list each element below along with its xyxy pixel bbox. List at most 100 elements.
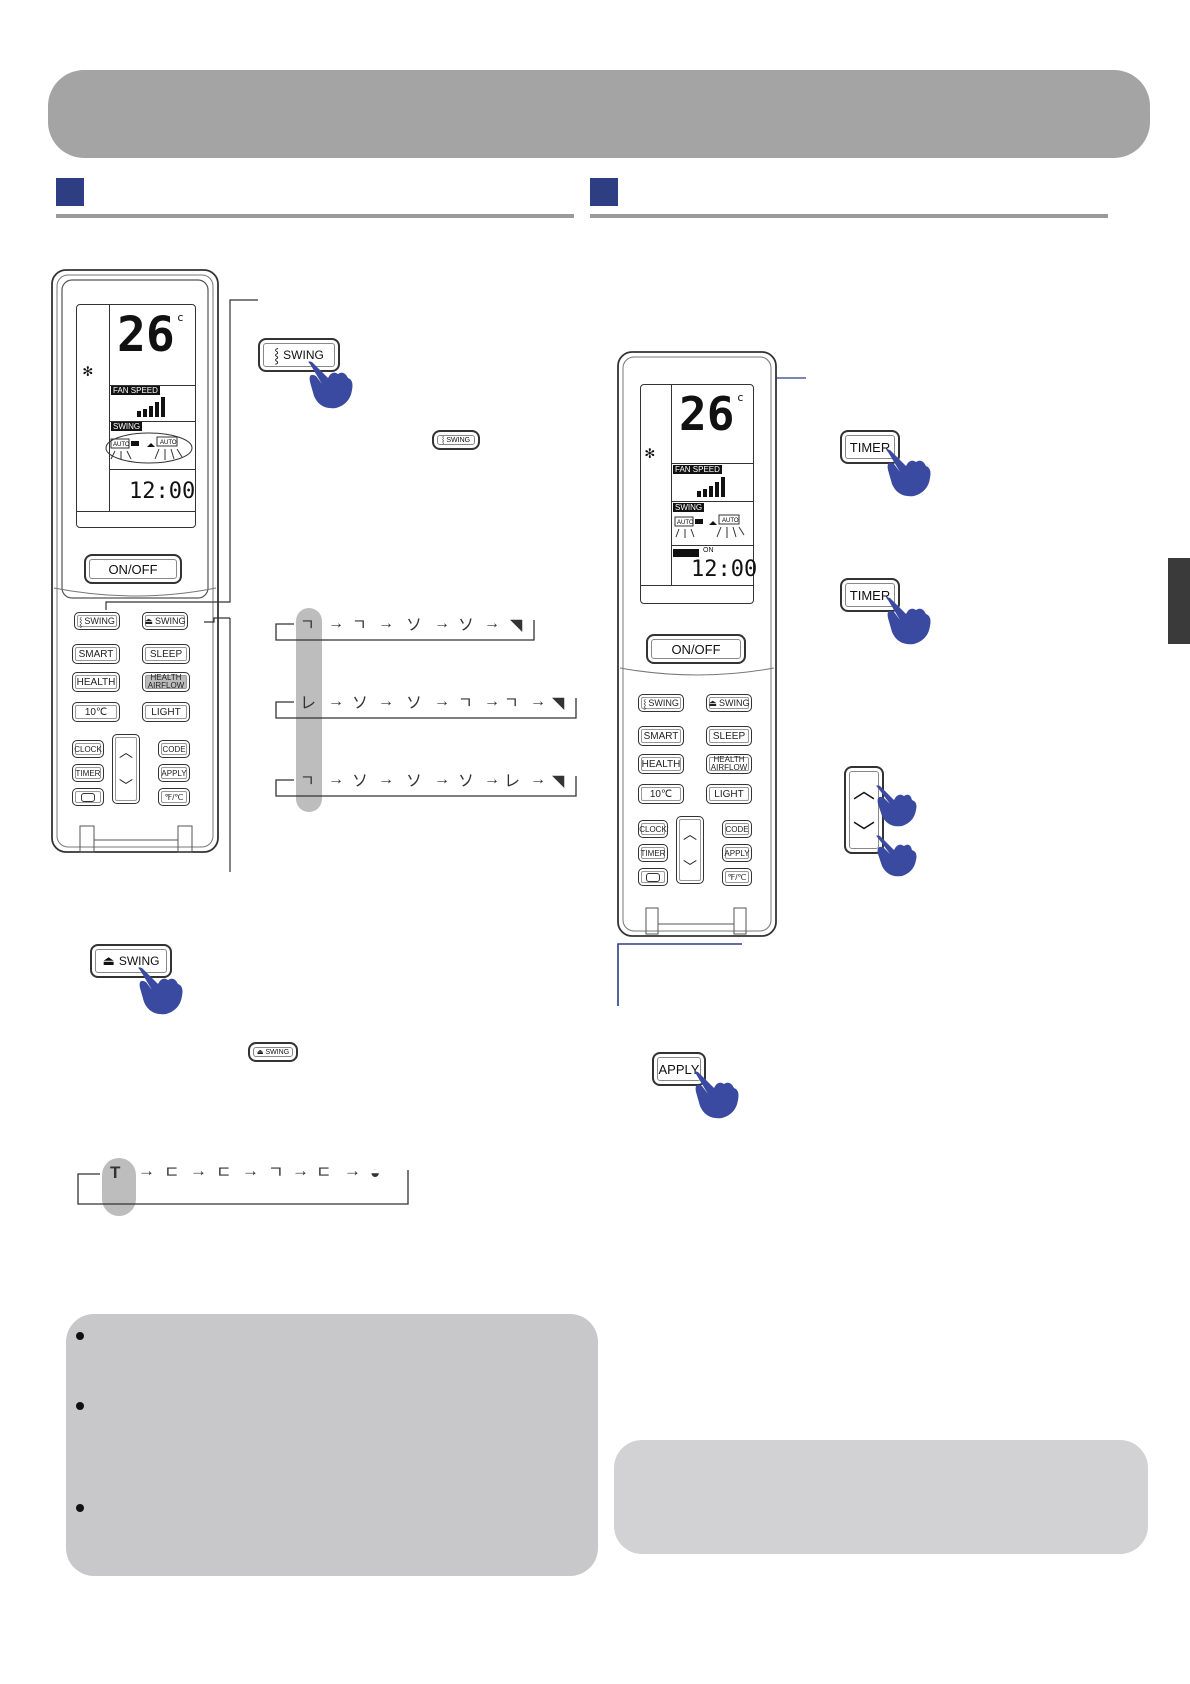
apply-button[interactable]: APPLY bbox=[722, 844, 752, 862]
horizontal-swing-icon: ⏏ bbox=[102, 953, 115, 968]
svg-text:◒: ◒ bbox=[370, 1163, 380, 1182]
chevron-down-icon[interactable]: ﹀ bbox=[852, 820, 875, 845]
health-button[interactable]: HEALTH bbox=[638, 754, 684, 774]
notes-box-left bbox=[66, 1314, 598, 1576]
hand-pointer-icon bbox=[886, 597, 931, 645]
chevron-down-icon[interactable]: ﹀ bbox=[119, 778, 133, 794]
smart-button[interactable]: SMART bbox=[72, 644, 120, 664]
svg-text:→: → bbox=[484, 771, 500, 788]
chevron-up-icon[interactable]: ︿ bbox=[119, 744, 133, 760]
timer-on-indicator bbox=[673, 549, 699, 557]
notes-box-right bbox=[614, 1440, 1148, 1554]
ten-degree-button[interactable]: 10℃ bbox=[72, 702, 120, 722]
chapter-tab bbox=[1168, 558, 1190, 644]
lcd-temperature: 26 bbox=[117, 307, 175, 363]
svg-text:→: → bbox=[378, 693, 394, 710]
svg-text:AUTO: AUTO bbox=[677, 520, 694, 526]
svg-text:ㄱ: ㄱ bbox=[504, 695, 519, 712]
current-position-highlight bbox=[102, 1158, 136, 1216]
svg-text:→: → bbox=[328, 693, 344, 710]
svg-text:→: → bbox=[344, 1161, 361, 1180]
svg-text:→: → bbox=[138, 1161, 155, 1180]
swing-vertical-button[interactable]: ⸾SWING bbox=[74, 612, 120, 630]
swing-auto-icons: AUTO AUTO bbox=[674, 514, 745, 538]
temperature-rocker[interactable]: ︿﹀ bbox=[112, 734, 140, 804]
lcd-clock: 12:00 bbox=[129, 479, 196, 504]
svg-text:→: → bbox=[434, 693, 450, 710]
svg-text:AUTO: AUTO bbox=[113, 442, 130, 448]
chevron-up-icon[interactable]: ︿ bbox=[852, 778, 875, 803]
on-off-button[interactable]: ON/OFF bbox=[646, 634, 746, 664]
lcd-screen: 26 c ✻ FAN SPEED SWING AUTO AUTO ON 12:0… bbox=[640, 384, 757, 604]
svg-text:→: → bbox=[328, 771, 344, 788]
sleep-button[interactable]: SLEEP bbox=[142, 644, 190, 664]
chevron-up-icon[interactable]: ︿ bbox=[683, 825, 697, 842]
lock-button[interactable] bbox=[638, 868, 668, 886]
horizontal-swing-icon: ⏏ bbox=[256, 1049, 264, 1056]
svg-text:ㄱ: ㄱ bbox=[300, 773, 315, 790]
sleep-button[interactable]: SLEEP bbox=[706, 726, 752, 746]
health-button[interactable]: HEALTH bbox=[72, 672, 120, 692]
swing-horizontal-callout-button[interactable]: ⏏SWING bbox=[90, 944, 172, 978]
swing-horizontal-inline-button: ⏏SWING bbox=[248, 1042, 298, 1062]
lcd-on-label: ON bbox=[703, 547, 714, 554]
swing-horizontal-button[interactable]: ⏏SWING bbox=[142, 612, 188, 630]
remote-control-right: 26 c ✻ FAN SPEED SWING AUTO AUTO ON 12:0… bbox=[616, 350, 780, 940]
svg-text:◥: ◥ bbox=[552, 695, 565, 712]
svg-text:ソ: ソ bbox=[458, 617, 474, 634]
timer-callout-button-1[interactable]: TIMER bbox=[840, 430, 900, 464]
swing-vertical-button[interactable]: ⸾SWING bbox=[638, 694, 684, 712]
clock-button[interactable]: CLOCK bbox=[638, 820, 668, 838]
chevron-down-icon[interactable]: ﹀ bbox=[683, 858, 697, 875]
hand-pointer-icon bbox=[308, 361, 353, 409]
code-button[interactable]: CODE bbox=[158, 740, 190, 758]
bullet bbox=[76, 1504, 84, 1512]
svg-text:ソ: ソ bbox=[406, 695, 422, 712]
unit-toggle-button[interactable]: ℉/℃ bbox=[722, 868, 752, 886]
svg-text:ソ: ソ bbox=[352, 773, 368, 790]
clock-button[interactable]: CLOCK bbox=[72, 740, 104, 758]
code-button[interactable]: CODE bbox=[722, 820, 752, 838]
smart-button[interactable]: SMART bbox=[638, 726, 684, 746]
light-button[interactable]: LIGHT bbox=[706, 784, 752, 804]
svg-text:ㄷ: ㄷ bbox=[316, 1163, 332, 1182]
light-button[interactable]: LIGHT bbox=[142, 702, 190, 722]
svg-text:→: → bbox=[434, 615, 450, 632]
fan-speed-bars-icon bbox=[137, 397, 165, 417]
svg-text:ソ: ソ bbox=[406, 617, 422, 634]
lock-button[interactable] bbox=[72, 788, 104, 806]
svg-text:→: → bbox=[484, 693, 500, 710]
swing-vertical-callout-button[interactable]: ⸾SWING bbox=[258, 338, 340, 372]
unit-toggle-button[interactable]: ℉/℃ bbox=[158, 788, 190, 806]
svg-text:→: → bbox=[378, 615, 394, 632]
timer-button[interactable]: TIMER bbox=[638, 844, 668, 862]
svg-text:◥: ◥ bbox=[552, 773, 565, 790]
temperature-rocker[interactable]: ︿﹀ bbox=[676, 816, 704, 884]
swing-auto-icons: AUTO AUTO bbox=[105, 432, 193, 464]
apply-button[interactable]: APPLY bbox=[158, 764, 190, 782]
bullet bbox=[76, 1402, 84, 1410]
on-off-button[interactable]: ON/OFF bbox=[84, 554, 182, 584]
svg-text:→: → bbox=[190, 1161, 207, 1180]
section-divider-left bbox=[56, 214, 574, 218]
fan-speed-label: FAN SPEED bbox=[111, 386, 160, 395]
timer-button[interactable]: TIMER bbox=[72, 764, 104, 782]
remote-control-left: 26 c ✻ FAN SPEED SWING AUTO AUTO 12:00 O… bbox=[50, 268, 222, 856]
horizontal-swing-icon: ⏏ bbox=[144, 615, 153, 626]
section-divider-right bbox=[590, 214, 1108, 218]
svg-text:→: → bbox=[292, 1161, 309, 1180]
ten-degree-button[interactable]: 10℃ bbox=[638, 784, 684, 804]
svg-text:レ: レ bbox=[300, 695, 316, 712]
svg-text:ソ: ソ bbox=[406, 773, 422, 790]
apply-callout-button[interactable]: APPLY bbox=[652, 1052, 706, 1086]
svg-text:ㄱ: ㄱ bbox=[352, 617, 367, 634]
lcd-screen: 26 c ✻ FAN SPEED SWING AUTO AUTO 12:00 bbox=[76, 304, 196, 528]
timer-callout-button-2[interactable]: TIMER bbox=[840, 578, 900, 612]
svg-text:ㄱ: ㄱ bbox=[268, 1163, 284, 1182]
svg-text:T: T bbox=[110, 1163, 121, 1182]
vertical-swing-icon: ⸾ bbox=[274, 346, 280, 363]
swing-horizontal-button[interactable]: ⏏SWING bbox=[706, 694, 752, 712]
svg-text:→: → bbox=[328, 615, 344, 632]
